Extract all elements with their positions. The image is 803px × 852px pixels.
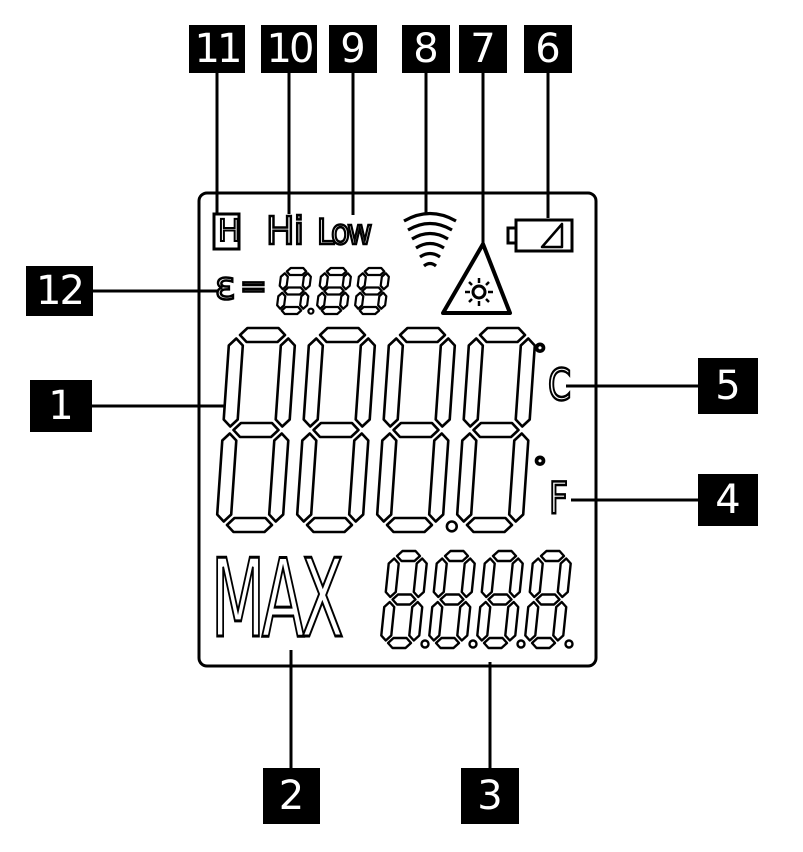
main-digit <box>215 326 297 534</box>
callout-12: 12 <box>26 266 93 316</box>
main-digit <box>295 326 377 534</box>
callout-7: 7 <box>459 25 507 73</box>
celsius-unit: C <box>547 360 572 411</box>
emissivity-symbol: ε <box>214 264 237 308</box>
emissivity-digit <box>276 266 315 316</box>
max-digit-decimal-point <box>564 639 574 649</box>
emissivity-digits <box>276 266 390 316</box>
signal-icon <box>403 211 457 268</box>
max-digit <box>524 549 574 650</box>
emissivity-equals: = <box>239 267 268 305</box>
max-digit-decimal-point <box>468 639 478 649</box>
max-digit <box>380 549 430 650</box>
callout-11: 11 <box>189 25 245 73</box>
hold-icon <box>212 212 241 251</box>
laser-warning-icon <box>441 242 512 315</box>
callout-1: 1 <box>30 380 92 432</box>
main-digit <box>455 326 537 534</box>
main-digit <box>375 326 458 534</box>
battery-icon <box>506 218 574 253</box>
callout-2: 2 <box>263 768 320 824</box>
emissivity-digit <box>354 266 390 316</box>
max-temperature-digits <box>380 549 574 650</box>
callout-9: 9 <box>329 25 377 73</box>
fahrenheit-degree: ° <box>532 451 548 484</box>
celsius-degree: ° <box>532 338 548 371</box>
max-label: MAX <box>210 537 345 662</box>
fahrenheit-unit: F <box>548 473 569 524</box>
emissivity-digit-decimal-point <box>307 307 315 315</box>
max-digit <box>476 549 526 650</box>
max-digit <box>428 549 478 650</box>
callout-6: 6 <box>524 25 572 73</box>
callout-4: 4 <box>698 474 758 526</box>
main-temperature-digits <box>215 326 537 534</box>
emissivity-digit <box>316 266 352 316</box>
callout-8: 8 <box>402 25 450 73</box>
low-label: Low <box>316 213 374 253</box>
max-digit-decimal-point <box>420 639 430 649</box>
callout-3: 3 <box>461 768 519 824</box>
hold-label: H <box>217 214 242 249</box>
leader-lines <box>92 72 698 768</box>
hi-label: Hi <box>265 209 306 253</box>
main-digit-decimal-point <box>445 520 458 533</box>
callout-10: 10 <box>261 25 317 73</box>
callout-5: 5 <box>698 358 758 414</box>
max-digit-decimal-point <box>516 639 526 649</box>
